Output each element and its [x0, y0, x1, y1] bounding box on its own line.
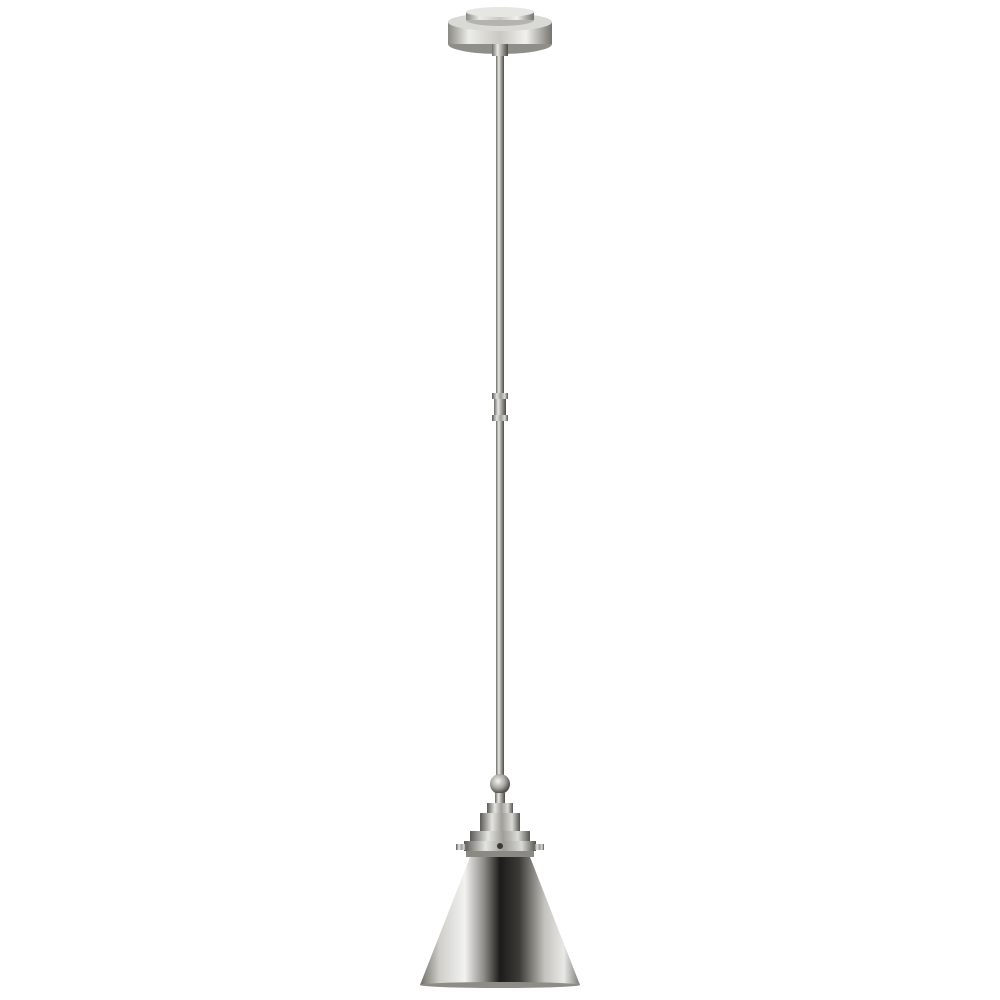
- upper-stem: [496, 56, 504, 394]
- cone-shade: [420, 857, 580, 988]
- lower-stem: [496, 421, 504, 779]
- socket-fitter: [456, 803, 544, 857]
- ceiling-canopy: [448, 7, 552, 56]
- stem-coupling: [492, 393, 508, 421]
- ball-joint: [490, 774, 510, 803]
